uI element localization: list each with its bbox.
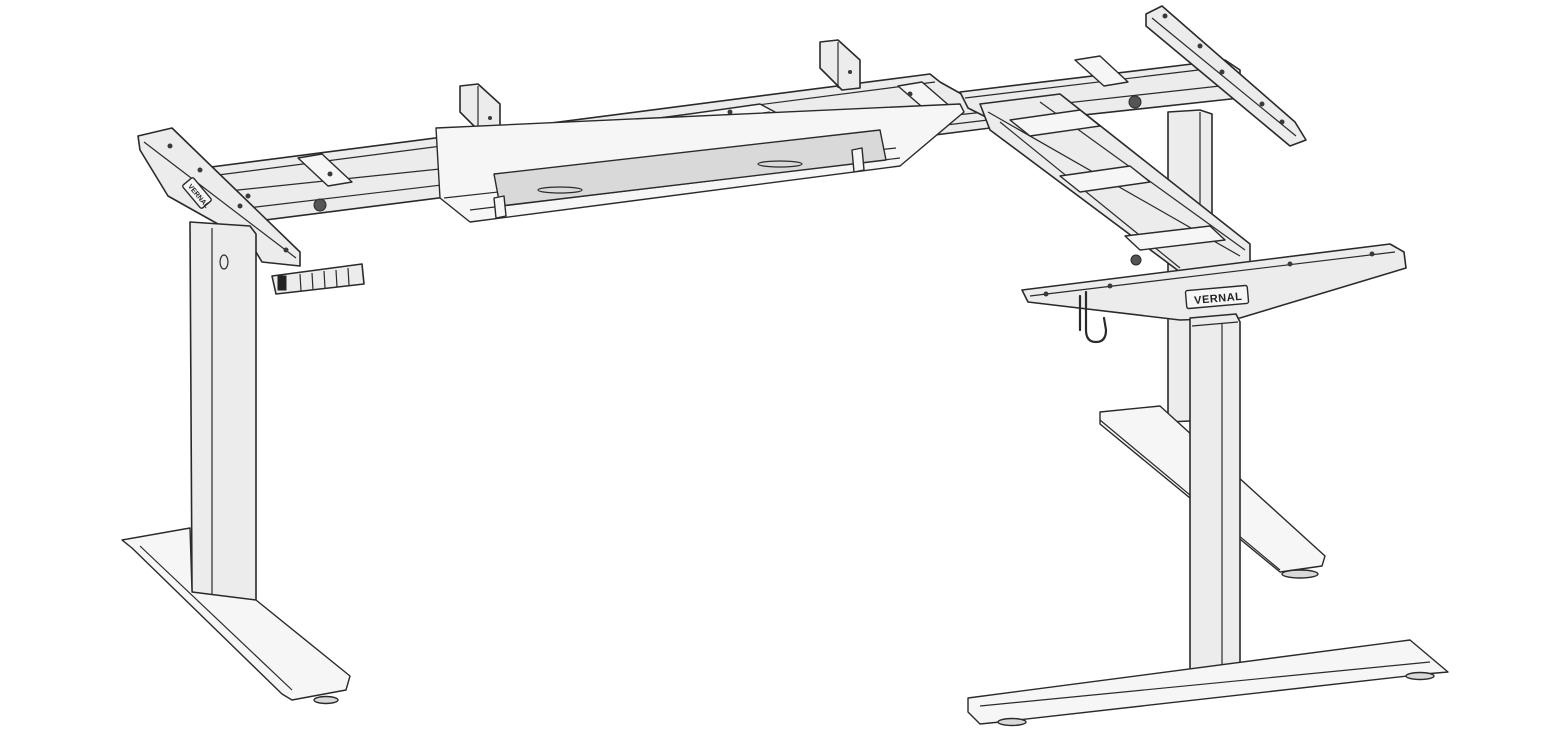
top-bracket-right bbox=[819, 39, 861, 91]
left-leg bbox=[121, 221, 351, 705]
foot-pad bbox=[1405, 671, 1435, 681]
left-foot bbox=[121, 527, 351, 701]
mounting-plate bbox=[1059, 165, 1151, 193]
brand-label-right: VERNAL bbox=[1194, 291, 1243, 307]
foot-pad bbox=[997, 717, 1027, 727]
mounting-plate bbox=[297, 153, 353, 187]
right-front-top-bracket: VERNAL bbox=[1021, 243, 1407, 344]
keypad-display bbox=[277, 275, 287, 291]
right-front-leg bbox=[967, 313, 1449, 727]
mounting-plate bbox=[1074, 55, 1129, 87]
beam-lock-knob bbox=[313, 198, 327, 212]
left-column bbox=[189, 221, 257, 605]
brand-plate-right bbox=[1184, 284, 1250, 310]
rear-lock-knob bbox=[1128, 95, 1142, 109]
cable-tray bbox=[435, 103, 965, 223]
headphone-hook-right bbox=[1084, 290, 1108, 344]
diagonal-lock-knob bbox=[1130, 254, 1142, 266]
tray-hanger bbox=[493, 195, 507, 219]
diagonal-beam bbox=[979, 93, 1251, 273]
mounting-plate bbox=[1009, 109, 1101, 137]
left-top-bracket: VERNAL bbox=[137, 127, 301, 284]
right-front-foot bbox=[967, 639, 1449, 725]
brand-plate-left bbox=[182, 177, 212, 209]
tray-hanger bbox=[851, 147, 865, 173]
cable-tray-floor bbox=[493, 129, 887, 207]
control-keypad bbox=[271, 263, 365, 295]
left-bracket-plate bbox=[137, 127, 301, 267]
top-right-mount bbox=[1145, 5, 1307, 147]
right-rear-foot-pad bbox=[1281, 569, 1319, 579]
mounting-plate bbox=[1124, 225, 1226, 251]
keypad-body bbox=[271, 263, 365, 295]
right-front-bracket-plate bbox=[1021, 243, 1407, 321]
foot-pad bbox=[313, 695, 339, 705]
right-front-column bbox=[1189, 313, 1241, 691]
